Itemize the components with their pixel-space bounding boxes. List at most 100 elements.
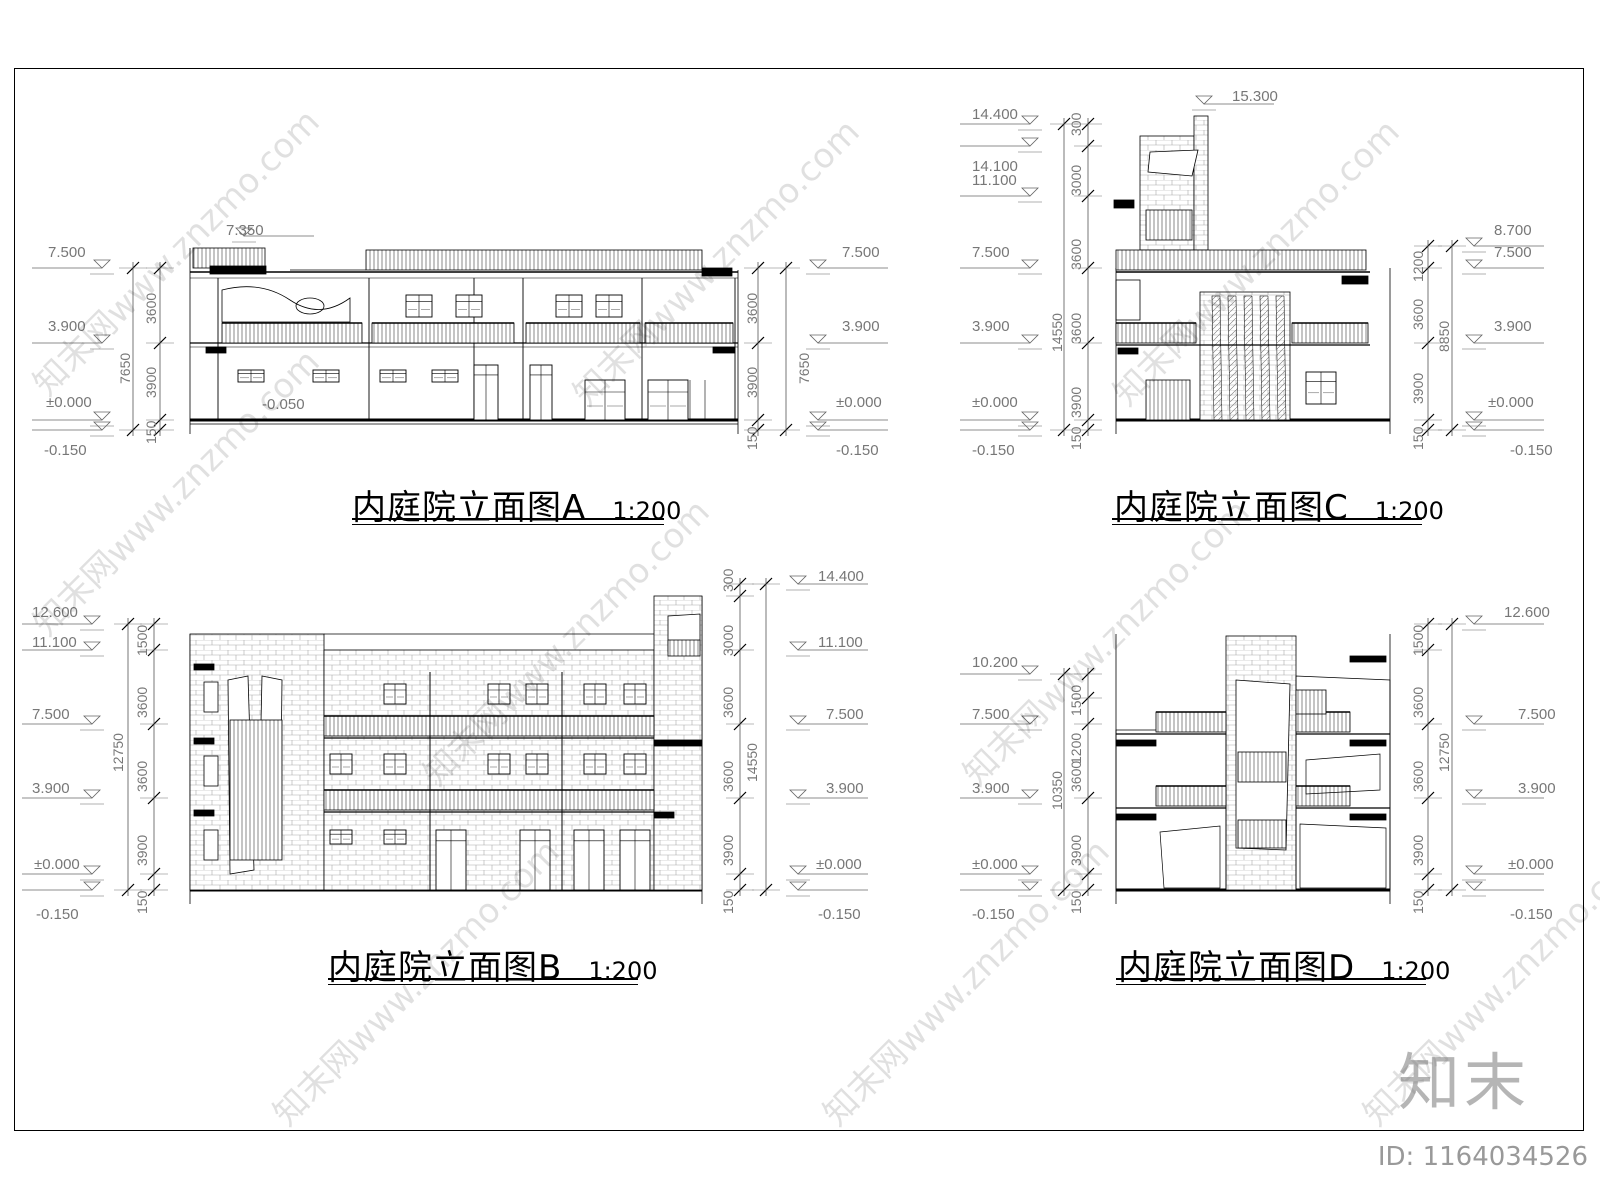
d-right-mass — [1295, 675, 1391, 891]
d-canopy — [1349, 655, 1387, 663]
c-marker-r-7500 — [1465, 259, 1483, 269]
d-feature-panel — [1299, 823, 1387, 889]
c-dim-l5: 150 — [1068, 426, 1084, 450]
a-marker-r-n150 — [809, 421, 827, 431]
d-marker-r-12600 — [1465, 615, 1483, 625]
d-ledge — [1349, 813, 1387, 821]
d-railing-left-2 — [1155, 785, 1227, 807]
a-marker-l-3900 — [93, 334, 111, 344]
b-marker-l-7500 — [83, 715, 101, 725]
b-side-window — [203, 755, 219, 787]
d-marker-r-n150 — [1465, 881, 1483, 891]
b-total-l: 12750 — [110, 733, 126, 772]
b-railing-floor3 — [323, 715, 655, 737]
c-total-r: 8850 — [1436, 320, 1452, 352]
a-railing-1 — [221, 322, 363, 344]
c-elev-l3: 7.500 — [972, 244, 1010, 261]
d-dim-r2: 3600 — [1410, 760, 1426, 792]
d-elev-l1: 7.500 — [972, 706, 1010, 723]
title-d-underline — [1116, 978, 1426, 980]
d-elev-r3: ±0.000 — [1508, 856, 1554, 873]
c-elev-l6: -0.150 — [972, 442, 1015, 459]
a-elev-r1: 3.900 — [842, 318, 880, 335]
title-d-underline-thin — [1116, 984, 1426, 985]
b-elev-r0: 14.400 — [818, 568, 864, 585]
b-stair-rail — [229, 719, 283, 861]
b-marker-l-3900 — [83, 789, 101, 799]
c-marker-15300 — [1195, 95, 1213, 105]
title-c-text: 内庭院立面图C — [1114, 488, 1349, 528]
d-marker-r-3900 — [1465, 789, 1483, 799]
b-marker-r-11100 — [789, 641, 807, 651]
d-marker-l-10200 — [1021, 665, 1039, 675]
a-marker-r-0 — [809, 411, 827, 421]
c-elev-l2: 11.100 — [972, 172, 1017, 189]
c-marker-0 — [1021, 411, 1039, 421]
title-a-scale: 1:200 — [612, 497, 682, 525]
d-dim-l3: 3900 — [1068, 834, 1084, 866]
d-elev-l3: ±0.000 — [972, 856, 1018, 873]
image-id-label: ID: 1164034526 — [1377, 1142, 1588, 1172]
d-dim-r3: 3900 — [1410, 834, 1426, 866]
b-dim-l1: 3600 — [134, 686, 150, 718]
b-marker-r-3900 — [789, 789, 807, 799]
b-dim-r4: 3900 — [720, 834, 736, 866]
c-elev-extra0: 15.300 — [1232, 88, 1278, 105]
title-d-text: 内庭院立面图D — [1118, 948, 1356, 988]
b-marker-l-12600 — [83, 615, 101, 625]
c-stair-tower-chimney — [1193, 115, 1209, 251]
d-tower-rail — [1237, 819, 1287, 849]
sheet-frame — [14, 68, 1584, 1131]
a-railing-4 — [644, 322, 734, 344]
b-ledge — [193, 663, 215, 671]
c-dim-r3: 150 — [1410, 426, 1426, 450]
c-canopy-right — [1341, 275, 1369, 285]
brand-logo: 知末 — [1397, 1046, 1530, 1119]
a-dim-r2: 150 — [744, 426, 760, 450]
d-elev-r4: -0.150 — [1510, 906, 1553, 923]
title-b-underline — [328, 978, 638, 980]
c-elev-r4: -0.150 — [1510, 442, 1553, 459]
d-railing-left-3 — [1155, 711, 1227, 733]
b-marker-r-7500 — [789, 715, 807, 725]
d-dim-l4: 150 — [1068, 890, 1084, 914]
a-canopy-left — [209, 265, 267, 275]
d-elev-l4: -0.150 — [972, 906, 1015, 923]
c-dim-l0: 300 — [1068, 112, 1084, 136]
a-elev-r3: -0.150 — [836, 442, 879, 459]
a-ledge-right — [712, 346, 736, 354]
a-dim-l1: 3900 — [143, 366, 159, 398]
c-tower-opening — [1147, 149, 1199, 177]
d-dim-l1: 1200 — [1068, 732, 1084, 764]
a-elev-l2: ±0.000 — [46, 394, 92, 411]
a-round-opening — [295, 297, 325, 315]
c-roof-rail — [1115, 249, 1367, 271]
title-c-scale: 1:200 — [1374, 497, 1444, 525]
c-marker-r-0 — [1465, 411, 1483, 421]
d-left-mass — [1115, 729, 1227, 891]
c-fin — [1275, 295, 1287, 421]
title-a-underline-thin — [352, 524, 664, 525]
c-ledge — [1117, 347, 1139, 355]
d-total-l: 10350 — [1049, 771, 1065, 810]
c-fin — [1211, 295, 1223, 421]
title-b-text: 内庭院立面图B — [328, 948, 563, 988]
a-railing-3 — [525, 322, 641, 344]
b-marker-l-11100 — [83, 641, 101, 651]
a-canopy-right — [701, 267, 733, 277]
d-ledge — [1115, 813, 1157, 821]
c-total-l: 14550 — [1049, 313, 1065, 352]
d-marker-r-0 — [1465, 865, 1483, 875]
d-dim-r0: 1500 — [1410, 624, 1426, 656]
a-elev-r0: 7.500 — [842, 244, 880, 261]
c-tower-railing — [1145, 209, 1193, 241]
b-marker-l-0 — [83, 865, 101, 875]
a-elev-l0: 7.500 — [48, 244, 86, 261]
d-top-rail — [1295, 689, 1327, 715]
c-fin — [1243, 295, 1255, 421]
title-b-underline-thin — [328, 984, 638, 985]
a-roof-rail-main — [365, 249, 703, 271]
d-dim-r1: 3600 — [1410, 686, 1426, 718]
b-dim-l0: 1500 — [134, 624, 150, 656]
